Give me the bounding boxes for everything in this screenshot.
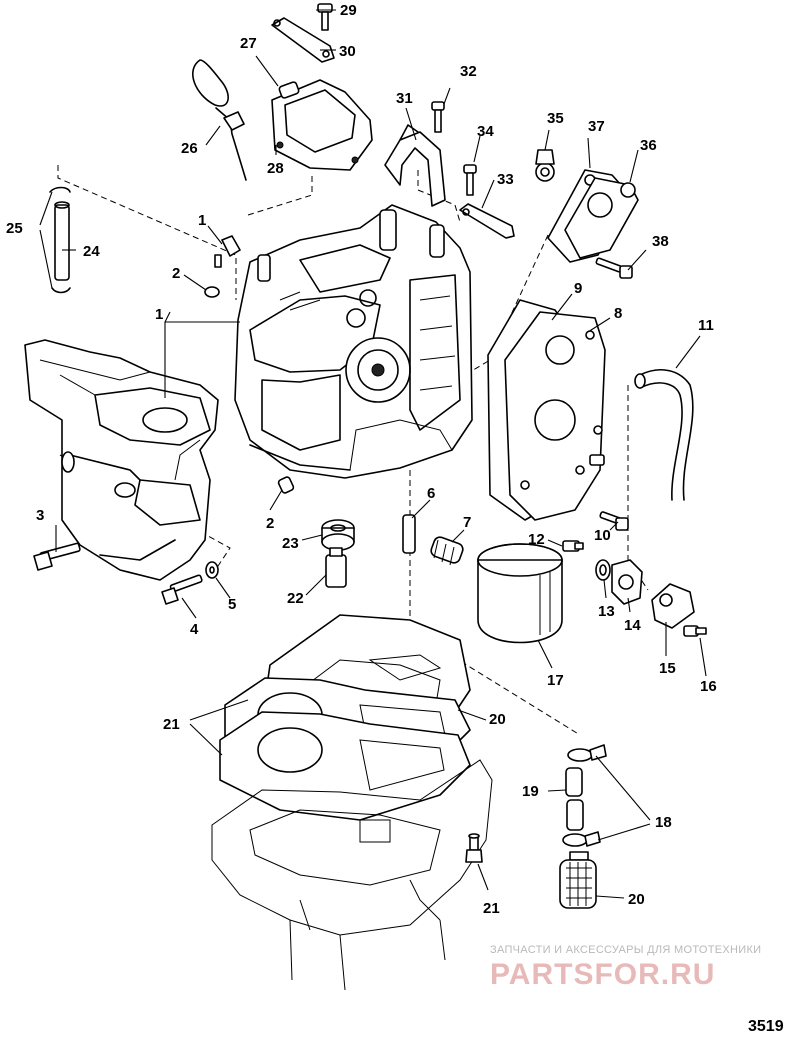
callout-39: 37 bbox=[588, 118, 605, 135]
callout-26: 24 bbox=[83, 243, 100, 260]
plate-35 bbox=[459, 203, 515, 239]
cylinder-block bbox=[234, 204, 473, 479]
callout-6: 6 bbox=[427, 485, 435, 502]
screw-31 bbox=[317, 3, 333, 31]
callout-19: 19 bbox=[522, 783, 539, 800]
bolt-3 bbox=[33, 542, 81, 571]
callout-21: 21 bbox=[483, 900, 500, 917]
callout-2-upper: 2 bbox=[172, 265, 180, 282]
dipstick-28 bbox=[191, 59, 247, 181]
callout-27: 25 bbox=[6, 220, 23, 237]
callout-1-upper: 1 bbox=[198, 212, 206, 229]
callout-8: 8 bbox=[614, 305, 622, 322]
fitting-24 bbox=[325, 547, 347, 588]
callout-23: 21 bbox=[163, 716, 180, 733]
dowel-pin-2-lower bbox=[277, 476, 295, 494]
figure-number: 3519 bbox=[748, 1018, 784, 1035]
callout-29: 27 bbox=[240, 35, 257, 52]
hose-11 bbox=[634, 369, 694, 501]
leader-lines bbox=[39, 9, 707, 899]
bolt-34 bbox=[431, 101, 445, 133]
callout-37: 35 bbox=[547, 110, 564, 127]
cover-30 bbox=[271, 79, 373, 171]
callout-14: 14 bbox=[624, 617, 641, 634]
callout-12: 12 bbox=[528, 531, 545, 548]
callout-24: 22 bbox=[287, 590, 304, 607]
seal-25 bbox=[321, 519, 355, 551]
callout-31: 29 bbox=[340, 2, 357, 19]
bolt-4 bbox=[161, 574, 203, 605]
callout-20: 20 bbox=[628, 891, 645, 908]
callout-10: 10 bbox=[594, 527, 611, 544]
callout-17: 17 bbox=[547, 672, 564, 689]
bracket-33 bbox=[384, 124, 446, 207]
washer-5 bbox=[205, 561, 219, 579]
callout-35: 33 bbox=[497, 171, 514, 188]
bolt-12 bbox=[562, 540, 584, 552]
callout-18: 18 bbox=[655, 814, 672, 831]
oil-filter-17 bbox=[477, 543, 563, 644]
cover-38 bbox=[564, 177, 639, 259]
callout-1-lower: 1 bbox=[155, 306, 163, 323]
pin-6 bbox=[402, 514, 416, 554]
callout-36: 34 bbox=[477, 123, 494, 140]
callout-40: 38 bbox=[652, 233, 669, 250]
callout-13: 13 bbox=[598, 603, 615, 620]
callout-28: 26 bbox=[181, 140, 198, 157]
callout-38: 36 bbox=[640, 137, 657, 154]
gasket-23-lower bbox=[219, 711, 471, 821]
seal-13 bbox=[595, 559, 611, 581]
callout-3: 3 bbox=[36, 507, 44, 524]
callout-2-lower: 2 bbox=[266, 515, 274, 532]
callout-30: 28 bbox=[267, 160, 284, 177]
gasket-14 bbox=[611, 559, 643, 605]
dowel-pin-2-upper bbox=[204, 286, 220, 298]
strainer-20 bbox=[559, 851, 597, 909]
bolt-10 bbox=[599, 511, 629, 531]
callout-labels: 29 30 27 32 31 34 33 35 37 36 38 26 28 2… bbox=[6, 2, 717, 917]
fitting-1 bbox=[214, 235, 241, 268]
cover-plate-8 bbox=[504, 311, 606, 521]
callout-32: 30 bbox=[339, 43, 356, 60]
callout-25: 23 bbox=[282, 535, 299, 552]
tube-26 bbox=[49, 186, 71, 294]
callout-7: 7 bbox=[463, 514, 471, 531]
fitting-19 bbox=[565, 767, 584, 831]
callout-11: 11 bbox=[698, 317, 714, 334]
bolt-16 bbox=[683, 625, 707, 637]
callout-33: 31 bbox=[396, 90, 413, 107]
callout-4: 4 bbox=[190, 621, 199, 638]
callout-9: 9 bbox=[574, 280, 582, 297]
callout-16: 16 bbox=[700, 678, 717, 695]
plate-32 bbox=[271, 17, 335, 63]
filter-insert-7 bbox=[430, 536, 464, 566]
bolt-40 bbox=[595, 257, 633, 279]
watermark-tagline: ЗАПЧАСТИ И АКСЕССУАРЫ ДЛЯ МОТОТЕХНИКИ bbox=[490, 944, 762, 956]
clamp-18-upper bbox=[567, 744, 607, 762]
watermark-brand: PARTSFOR.RU bbox=[490, 958, 716, 991]
callout-34: 32 bbox=[460, 63, 477, 80]
callout-22: 20 bbox=[489, 711, 506, 728]
callout-15: 15 bbox=[659, 660, 676, 677]
clamp-18-lower bbox=[562, 831, 601, 847]
callout-5: 5 bbox=[228, 596, 236, 613]
adapter-bracket bbox=[24, 339, 219, 581]
bolt-36 bbox=[463, 164, 477, 196]
cover-15 bbox=[651, 583, 695, 629]
screw-21 bbox=[465, 833, 483, 863]
fitting-37 bbox=[535, 149, 555, 182]
